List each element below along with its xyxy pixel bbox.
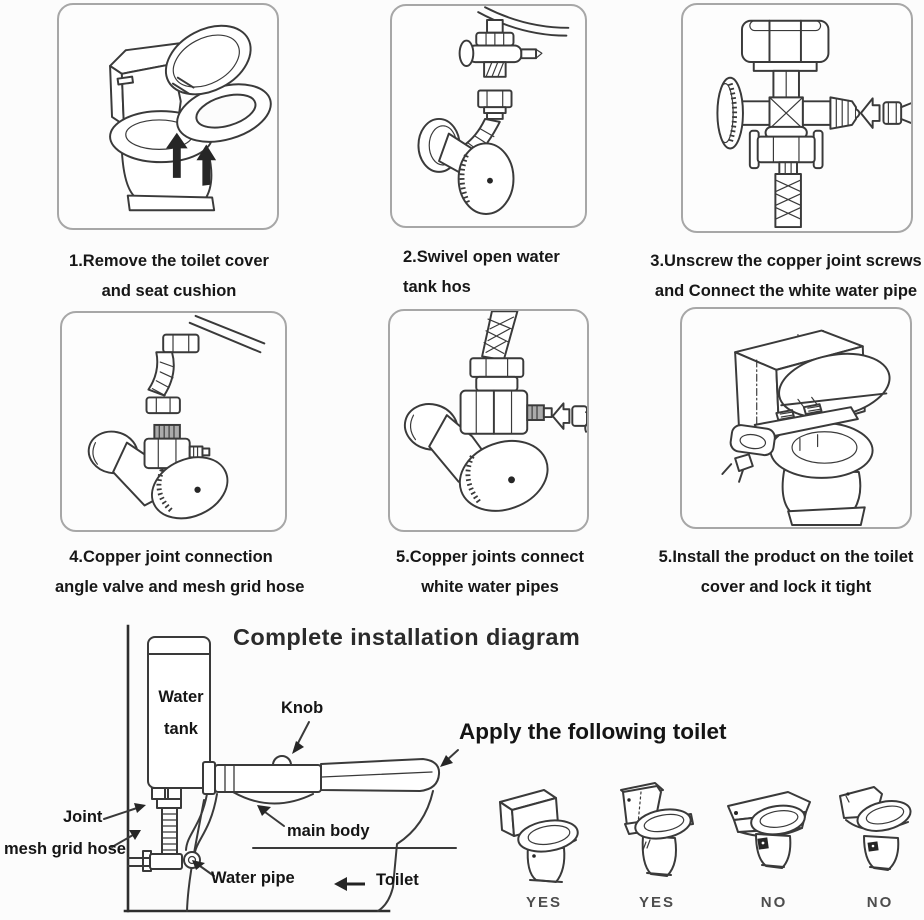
compat-toilet-low-tank: NO — [722, 780, 826, 911]
joint-label: Joint — [63, 808, 103, 826]
toilet-body-drawing — [186, 790, 457, 912]
toilet-open-lid-illustration — [109, 24, 272, 212]
compat-toilet-two-piece: YES — [492, 780, 596, 911]
water-tank-drawing — [147, 636, 211, 800]
one-piece-low-tank-toilet-icon — [727, 791, 811, 869]
verdict-label-3: NO — [760, 894, 788, 911]
step-3-caption: 3.Unscrew the copper joint screws and Co… — [648, 246, 924, 306]
compat-toilet-rounded: NO — [828, 780, 924, 911]
one-piece-high-tank-toilet-icon — [620, 782, 694, 877]
wall-and-floor-lines — [123, 624, 391, 913]
mesh-grid-hose-arrow — [111, 830, 141, 848]
angle-valve-illustration — [87, 314, 266, 520]
step-2-box — [390, 4, 587, 228]
step-3-caption-line-2: and Connect the white water pipe — [654, 282, 918, 300]
complete-installation-diagram-drawing — [103, 624, 459, 913]
step-2-caption-line-2: tank hos — [403, 278, 471, 296]
step-5-box — [388, 309, 589, 532]
one-piece-rounded-toilet-icon — [839, 786, 912, 871]
toilet-arrow — [334, 877, 365, 891]
copper-joint-white-pipe-illustration — [403, 311, 587, 512]
main-body-drawing — [202, 755, 322, 805]
seat-cover-drawing — [320, 758, 441, 792]
step-6-caption: 5.Install the product on the toilet cove… — [648, 542, 924, 602]
step-2-caption-line-1: 2.Swivel open water — [403, 248, 560, 266]
step-2-caption: 2.Swivel open water tank hos — [403, 242, 593, 302]
step-1-box — [57, 3, 279, 230]
t-valve-illustration — [716, 19, 911, 229]
main-body-arrow — [257, 805, 285, 827]
step-1-caption-line-1: 1.Remove the toilet cover — [69, 252, 269, 270]
step-5-caption: 5.Copper joints connect white water pipe… — [390, 542, 590, 602]
step-5-caption-line-1: 5.Copper joints connect — [396, 548, 584, 566]
compat-toilet-high-tank: YES — [605, 780, 709, 911]
install-bidet-on-toilet-illustration — [721, 329, 891, 527]
seat-arrow — [440, 749, 459, 767]
water-pipe-label: Water pipe — [211, 869, 295, 887]
step-4-caption: 4.Copper joint connection angle valve an… — [55, 542, 305, 602]
main-body-label: main body — [287, 822, 370, 840]
mesh-grid-hose-label: mesh grid hose — [4, 840, 126, 858]
step-4-caption-line-2: angle valve and mesh grid hose — [55, 578, 305, 596]
toilet-label: Toilet — [376, 871, 419, 889]
water-tank-label: Water tank — [158, 688, 204, 738]
verdict-label-2: YES — [638, 894, 675, 911]
joint-arrow — [103, 803, 146, 820]
step-6-caption-line-2: cover and lock it tight — [700, 578, 872, 596]
apply-following-toilet-title: Apply the following toilet — [459, 719, 727, 744]
verdict-label-1: YES — [525, 894, 562, 911]
complete-installation-diagram-title: Complete installation diagram — [233, 624, 581, 650]
water-tank-valve-illustration — [417, 6, 570, 215]
step-6-box — [680, 307, 912, 529]
step-1-caption: 1.Remove the toilet cover and seat cushi… — [57, 246, 281, 306]
step-4-caption-line-1: 4.Copper joint connection — [69, 548, 273, 566]
step-6-caption-line-1: 5.Install the product on the toilet — [658, 548, 914, 566]
step-1-caption-line-2: and seat cushion — [101, 282, 237, 300]
two-piece-toilet-icon — [499, 789, 579, 883]
step-3-caption-line-1: 3.Unscrew the copper joint screws — [650, 252, 922, 270]
step-5-caption-line-2: white water pipes — [421, 578, 559, 596]
knob-arrow — [292, 721, 310, 754]
water-pipe-arrow — [192, 860, 215, 877]
mesh-grid-hose-drawing — [156, 798, 182, 855]
verdict-label-4: NO — [866, 894, 894, 911]
step-3-box — [681, 3, 913, 233]
step-4-box — [60, 311, 287, 532]
knob-label: Knob — [281, 699, 324, 717]
